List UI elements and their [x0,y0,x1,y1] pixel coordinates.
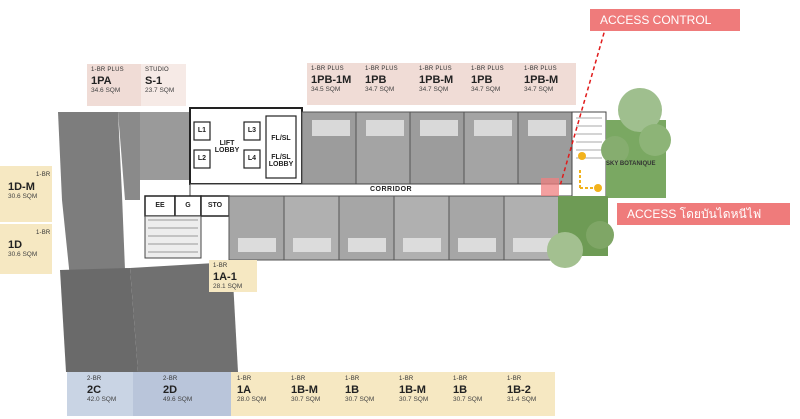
lift-l4: L4 [247,155,257,162]
unit-area: 28.1 SQM [213,283,243,290]
unit-card-1b-a[interactable]: 1-BR 1B 30.7 SQM [339,372,393,416]
unit-area: 34.7 SQM [471,86,501,93]
unit-code: 1PB-M [419,74,454,86]
top-unit-row [301,111,573,185]
unit-area: 28.0 SQM [237,396,267,403]
fl-sl-lobby-label: FL/SL LOBBY [268,154,294,168]
top-left-block [140,112,192,180]
room-g: G [185,202,191,209]
unit-code: 1B-M [291,384,318,396]
unit-code: 1B-M [399,384,426,396]
unit-type: 1-BR [36,172,51,178]
unit-code: 1PB-M [524,74,559,86]
unit-type: 1-BR PLUS [311,66,344,72]
unit-card-1d-m[interactable]: 1-BR 1D-M 30.6 SQM [0,166,52,222]
unit-area: 30.6 SQM [8,193,38,200]
unit-type: 1-BR [507,376,522,382]
unit-type: 1-BR [291,376,306,382]
unit-type: 1-BR [237,376,252,382]
unit-area: 34.7 SQM [524,86,554,93]
sky-botanique-label: SKY BOTANIQUE [606,161,656,167]
unit-area: 30.7 SQM [291,396,321,403]
unit-card-1pb-b[interactable]: 1-BR PLUS 1PB 34.7 SQM [467,63,520,105]
fire-exit-access-callout: ACCESS โดยบันไดหนีไฟ [617,203,790,225]
unit-card-2c[interactable]: 2-BR 2C 42.0 SQM [67,372,133,416]
unit-area: 30.7 SQM [399,396,429,403]
unit-area: 30.7 SQM [453,396,483,403]
unit-card-1a-1[interactable]: 1-BR 1A-1 28.1 SQM [209,260,257,292]
room-sto: STO [207,202,223,209]
unit-type: 1-BR [213,263,228,269]
unit-type: 1-BR PLUS [419,66,452,72]
unit-card-1pb-a[interactable]: 1-BR PLUS 1PB 34.7 SQM [361,63,415,105]
unit-card-1b-b[interactable]: 1-BR 1B 30.7 SQM [447,372,501,416]
access-control-callout: ACCESS CONTROL [590,9,740,31]
access-route-dot-bottom [594,184,602,192]
unit-card-1b-m-a[interactable]: 1-BR 1B-M 30.7 SQM [285,372,339,416]
unit-card-1pb-1m[interactable]: 1-BR PLUS 1PB-1M 34.5 SQM [307,63,361,105]
unit-area: 31.4 SQM [507,396,537,403]
corridor-label: CORRIDOR [370,186,413,193]
unit-code: S-1 [145,75,163,87]
access-route-line [579,170,596,189]
unit-card-2d[interactable]: 2-BR 2D 49.6 SQM [133,372,231,416]
unit-code: 1A-1 [213,271,237,283]
unit-type: 1-BR PLUS [471,66,504,72]
unit-area: 23.7 SQM [145,87,175,94]
unit-card-1b-2[interactable]: 1-BR 1B-2 31.4 SQM [501,372,555,416]
unit-card-1b-m-b[interactable]: 1-BR 1B-M 30.7 SQM [393,372,447,416]
unit-type: 1-BR [36,230,51,236]
unit-code: 1D-M [8,181,35,193]
unit-card-s1[interactable]: STUDIO S-1 23.7 SQM [141,64,186,106]
unit-card-1pb-m-a[interactable]: 1-BR PLUS 1PB-M 34.7 SQM [415,63,467,105]
lift-l3: L3 [247,127,257,134]
unit-type: 1-BR [453,376,468,382]
access-route-dot-top [578,152,586,160]
unit-card-1a[interactable]: 1-BR 1A 28.0 SQM [231,372,285,416]
unit-code: 1PB [471,74,493,86]
core [189,107,303,185]
bottom-unit-row [228,195,560,261]
lift-l2: L2 [197,155,207,162]
unit-code: 1PA [91,75,112,87]
unit-code: 1B [345,384,360,396]
unit-type: 2-BR [163,376,178,382]
unit-code: 1PB [365,74,387,86]
unit-type: 1-BR PLUS [365,66,398,72]
unit-code: 1A [237,384,252,396]
unit-type: 2-BR [87,376,102,382]
lift-lobby-label: LIFT LOBBY [214,140,240,154]
unit-area: 34.7 SQM [365,86,395,93]
unit-type: STUDIO [145,67,169,73]
unit-code: 2C [87,384,102,396]
unit-area: 30.6 SQM [8,251,38,258]
unit-code: 1D [8,239,23,251]
unit-type: 1-BR PLUS [91,67,124,73]
unit-card-1pb-m-b[interactable]: 1-BR PLUS 1PB-M 34.7 SQM [520,63,576,105]
room-ee: EE [155,202,165,209]
unit-code: 1B-2 [507,384,531,396]
lift-l1: L1 [197,127,207,134]
unit-type: 1-BR [399,376,414,382]
unit-code: 1PB-1M [311,74,352,86]
unit-type: 1-BR PLUS [524,66,557,72]
unit-type: 1-BR [345,376,360,382]
unit-card-1pa[interactable]: 1-BR PLUS 1PA 34.6 SQM [87,64,141,106]
unit-card-1d[interactable]: 1-BR 1D 30.6 SQM [0,224,52,274]
unit-area: 49.6 SQM [163,396,193,403]
sky-botanique-area [547,88,671,268]
unit-code: 1B [453,384,468,396]
unit-area: 34.5 SQM [311,86,341,93]
access-control-highlight [541,178,559,196]
unit-area: 42.0 SQM [87,396,117,403]
fl-sl-label: FL/SL [271,135,291,142]
unit-area: 34.7 SQM [419,86,449,93]
unit-area: 34.6 SQM [91,87,121,94]
unit-code: 2D [163,384,178,396]
unit-area: 30.7 SQM [345,396,375,403]
